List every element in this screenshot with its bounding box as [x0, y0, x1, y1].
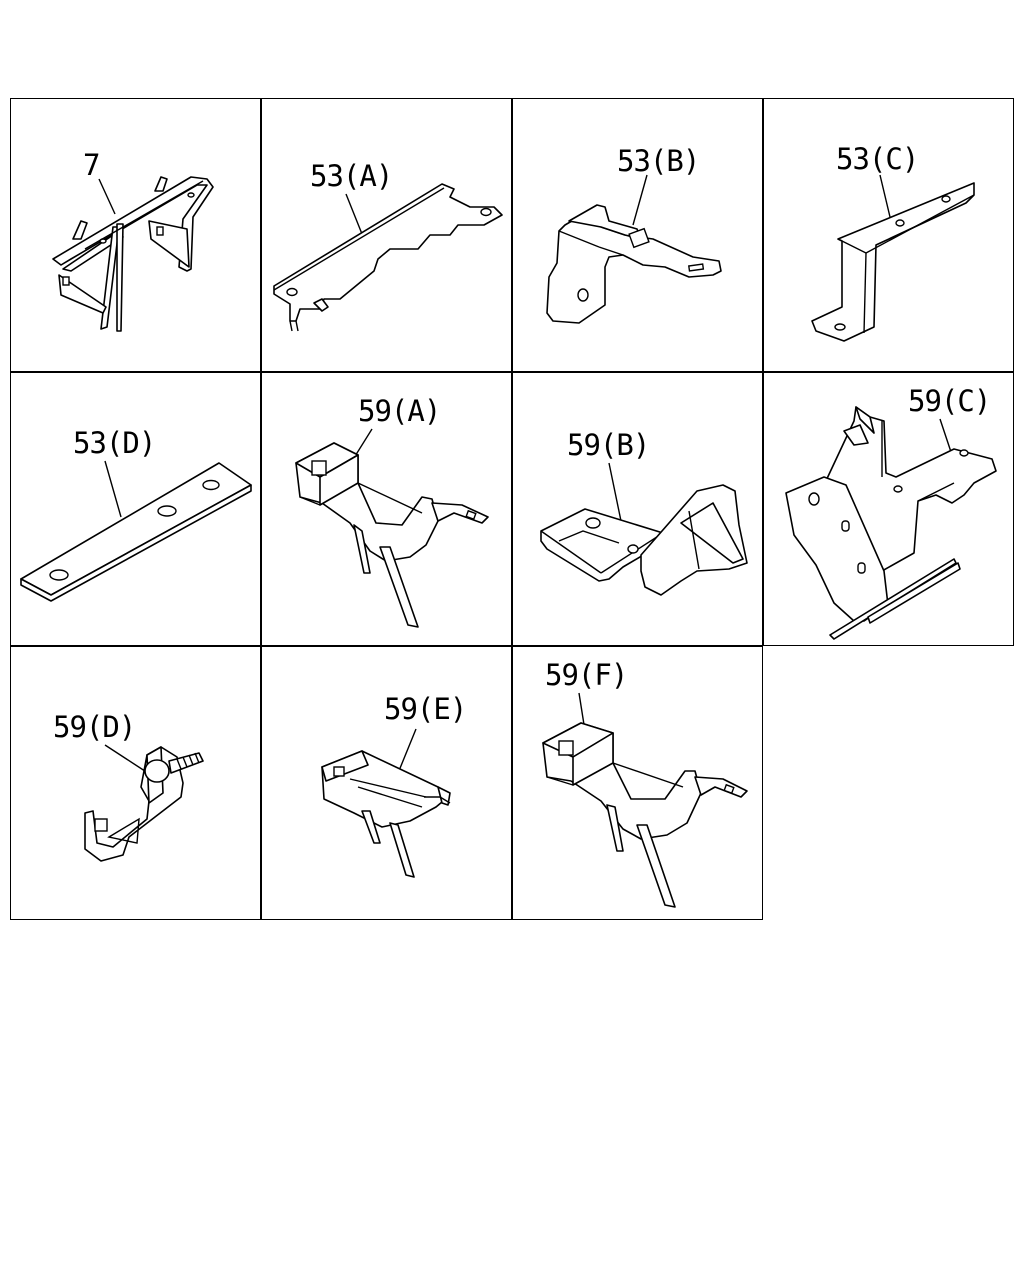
part-cell-59e[interactable]: 59(E) — [261, 646, 512, 920]
part-cell-59b[interactable]: 59(B) — [512, 372, 763, 646]
part-cell-53a[interactable]: 53(A) — [261, 98, 512, 372]
part-cell-7[interactable]: 7 — [10, 98, 261, 372]
part-label: 53(D) — [73, 426, 155, 460]
part-drawing-7: 7 — [52, 148, 214, 332]
part-label: 59(B) — [567, 428, 649, 462]
part-drawing-59f: 59(F) — [542, 658, 748, 908]
part-label: 59(C) — [908, 384, 990, 418]
part-cell-53d[interactable]: 53(D) — [10, 372, 261, 646]
part-drawing-53c: 53(C) — [811, 142, 975, 342]
part-cell-59d[interactable]: 59(D) — [10, 646, 261, 920]
part-cell-53b[interactable]: 53(B) — [512, 98, 763, 372]
part-drawing-59c: 59(C) — [785, 384, 997, 640]
part-label: 59(D) — [53, 710, 135, 744]
part-label: 7 — [83, 148, 99, 182]
part-cell-59c[interactable]: 59(C) — [763, 372, 1014, 646]
part-drawing-53a: 53(A) — [273, 159, 503, 332]
part-drawing-53b: 53(B) — [546, 144, 722, 324]
part-cell-59f[interactable]: 59(F) — [512, 646, 763, 920]
part-label: 59(A) — [358, 394, 440, 428]
part-label: 53(C) — [836, 142, 918, 176]
part-drawing-59b: 59(B) — [540, 428, 748, 596]
part-drawing-53d: 53(D) — [20, 426, 252, 602]
part-drawing-59d: 59(D) — [53, 710, 204, 862]
part-cell-59a[interactable]: 59(A) — [261, 372, 512, 646]
part-label: 59(E) — [384, 692, 466, 726]
part-drawing-59e: 59(E) — [321, 692, 467, 878]
part-label: 53(A) — [310, 159, 392, 193]
part-drawing-59a: 59(A) — [295, 394, 489, 628]
part-label: 53(B) — [617, 144, 699, 178]
part-cell-53c[interactable]: 53(C) — [763, 98, 1014, 372]
part-label: 59(F) — [545, 658, 627, 692]
